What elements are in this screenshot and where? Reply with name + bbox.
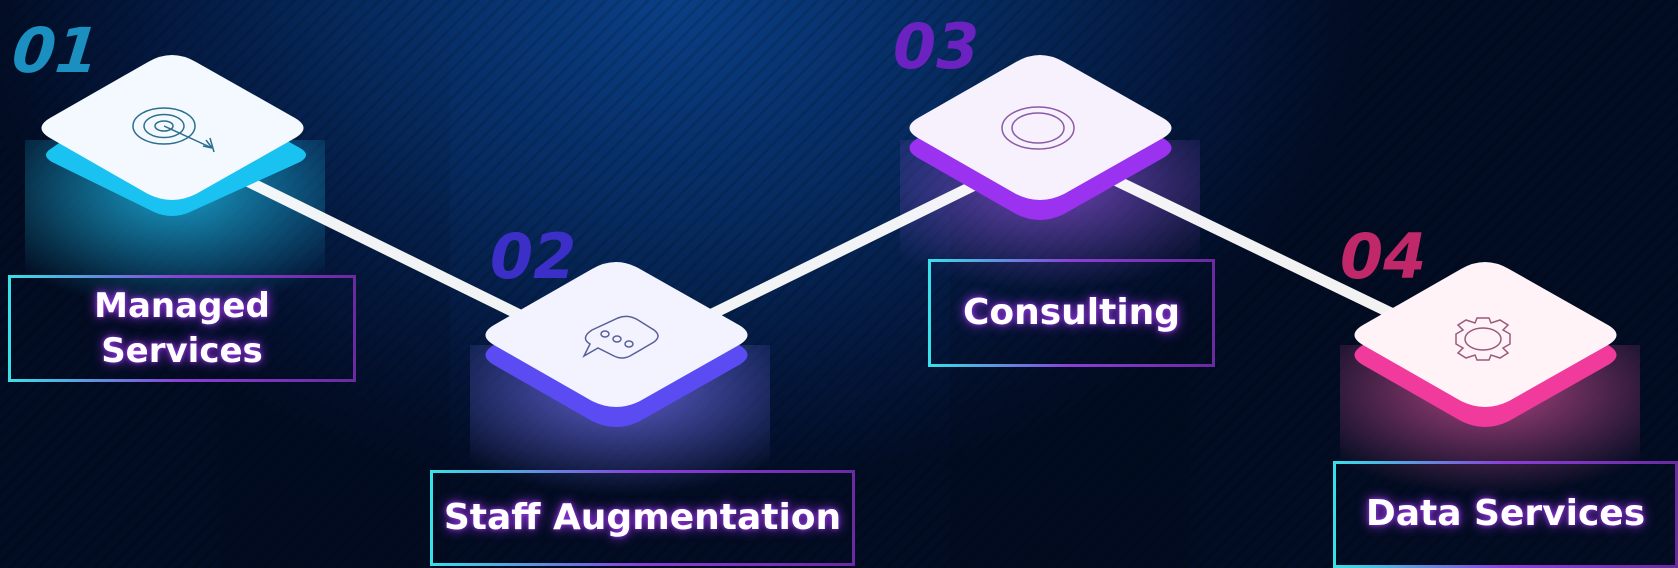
step-label-box: Managed Services — [8, 275, 356, 382]
tile-consulting — [909, 55, 1172, 220]
step-number: 04 — [1340, 220, 1426, 293]
step-number: 03 — [893, 10, 979, 83]
step-label: Consulting — [962, 291, 1181, 333]
gear-icon — [1455, 317, 1511, 361]
tile-data-services — [1354, 262, 1617, 427]
tile-staff-augmentation — [485, 262, 748, 427]
step-label-box: Data Services — [1333, 461, 1678, 568]
ring-icon — [1001, 106, 1075, 150]
step-label: Staff Augmentation — [443, 496, 842, 538]
step-label-box: Consulting — [928, 259, 1215, 367]
step-number: 01 — [9, 14, 103, 87]
connector-line — [1109, 174, 1401, 321]
step-label: Managed Services — [94, 286, 270, 371]
chat-bubble-icon — [582, 315, 659, 359]
step-label-box: Staff Augmentation — [430, 470, 855, 566]
connector-line — [239, 174, 526, 321]
step-number: 02 — [490, 220, 576, 293]
target-icon — [132, 107, 215, 153]
tile-managed-services — [41, 55, 306, 216]
step-label: Data Services — [1365, 493, 1646, 535]
connector-line — [704, 174, 991, 321]
